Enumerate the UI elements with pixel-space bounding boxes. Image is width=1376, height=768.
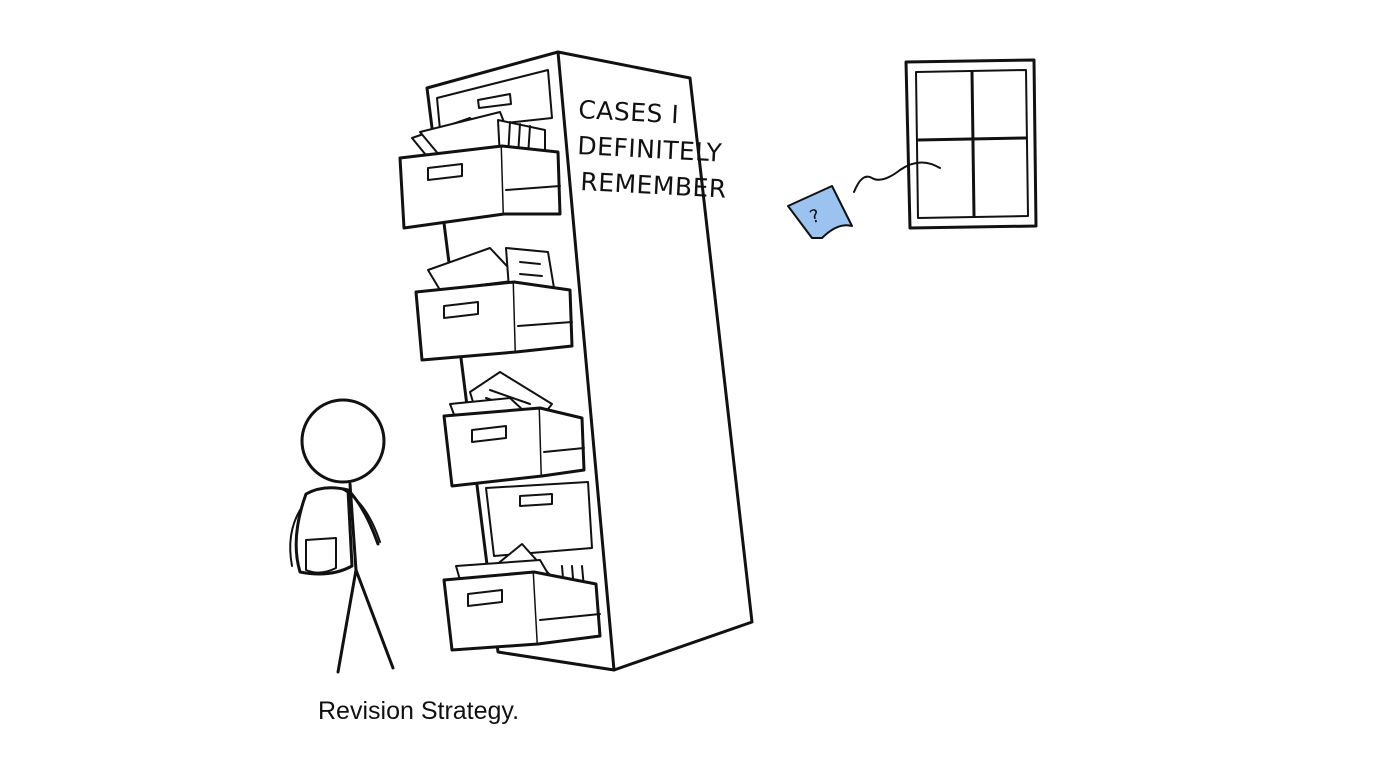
stick-figure-icon	[300, 398, 395, 674]
cabinet-label-line-1: CASES I	[578, 95, 680, 129]
cabinet-drawer-2	[414, 247, 574, 362]
sticky-note-icon: ?	[787, 185, 853, 239]
draft-line	[853, 161, 941, 193]
comic-caption: Revision Strategy.	[318, 697, 520, 725]
backpack-icon	[289, 486, 381, 576]
cabinet-label-line-3: REMEMBER	[580, 167, 728, 204]
cabinet-drawer-top	[436, 69, 553, 131]
filing-cabinet-icon: CASES I DEFINITELY REMEMBER	[398, 50, 754, 672]
cabinet-label-line-2: DEFINITELY	[577, 131, 723, 168]
window-icon	[904, 58, 1038, 230]
cabinet-drawer-3	[442, 371, 586, 488]
cabinet-drawer-1	[398, 111, 562, 230]
cabinet-drawer-5	[442, 543, 602, 652]
cabinet-drawer-4	[485, 481, 593, 557]
